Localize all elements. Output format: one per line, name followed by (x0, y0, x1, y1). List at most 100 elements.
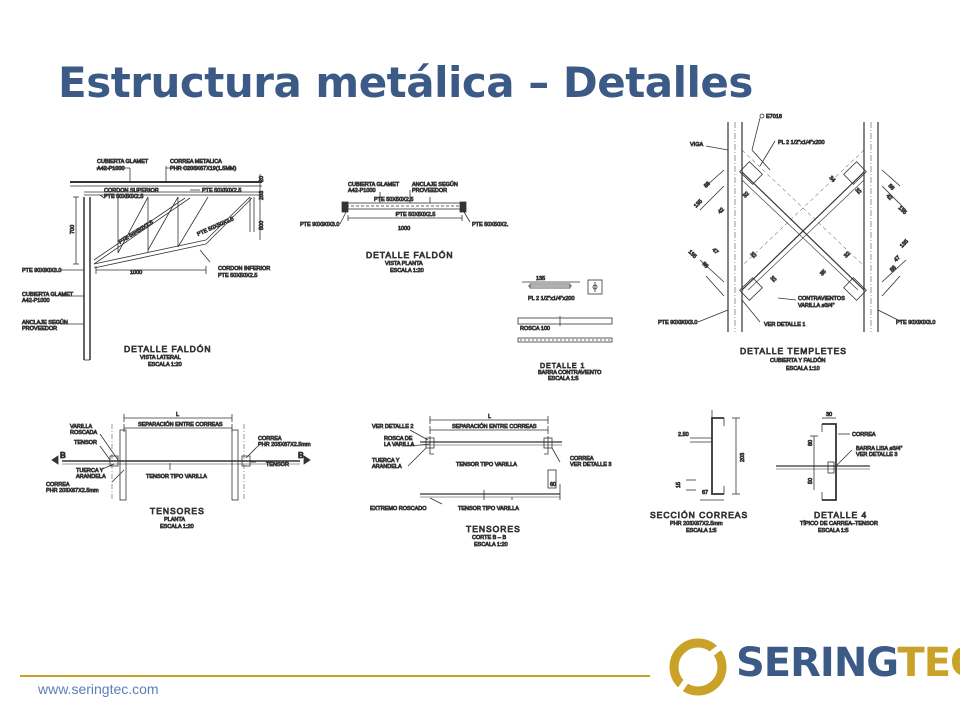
templ-d88c: 88 (701, 261, 710, 270)
sc-d203: 203 (740, 453, 746, 462)
tensores-planta: VARILLA ROSCADA TENSOR L SEPARACIÓN ENTR… (46, 412, 312, 531)
templ-d32e: 32 (843, 251, 852, 260)
planta-pte-c: PTE 50X50X2. (472, 222, 509, 228)
label-pte-diag1: PTE 50X50X2.5 (118, 220, 155, 246)
caption-detalle-1: DETALLE 1 (540, 363, 585, 370)
tp-tensor: TENSOR (74, 440, 97, 446)
templ-d35: 35 (819, 269, 828, 278)
tc-d60: 60 (550, 482, 556, 488)
templ-pte90b: PTE 90X90X3.0 (896, 320, 935, 326)
templ-d47a: 47 (711, 247, 720, 256)
sub-detalle-1-2: ESCALA 1:5 (548, 376, 579, 382)
sub-detalle-4-1: TÍPICO DE CARREA–TENSOR (800, 520, 878, 527)
d4-barra-2: VER DETALLE 3 (856, 452, 897, 458)
label-cordon-inf: CORDON INFERIOR (218, 266, 270, 272)
tp-correa: CORREA (258, 436, 282, 442)
templ-d88a: 88 (703, 181, 712, 190)
templ-d135a: 135 (693, 199, 704, 210)
templ-d135d: 135 (899, 239, 910, 250)
templ-d32d: 32 (769, 275, 778, 284)
planta-anclaje: ANCLAJE SEGÚN (412, 181, 458, 188)
templ-d135b: 135 (897, 205, 908, 216)
label-cordon-sup: CORDON SUPERIOR (104, 188, 159, 194)
tp-correa-b: CORREA (46, 482, 70, 488)
tp-varilla-2: ROSCADA (70, 430, 98, 436)
tp-tensor-r: TENSOR (266, 462, 289, 468)
tp-l: L (176, 412, 179, 418)
sub-tensores-planta-1: PLANTA (164, 517, 185, 523)
caption-detalle-4: DETALLE 4 (814, 510, 867, 520)
logo-text-part1: SERING (736, 640, 898, 686)
templ-d34: 34 (828, 175, 837, 184)
sub-tensores-planta-2: ESCALA 1:20 (160, 524, 194, 530)
sub-faldon-planta-1: VISTA PLANTA (385, 261, 423, 267)
templ-d42a: 42 (717, 207, 726, 216)
templ-e7018: E7018 (766, 114, 782, 120)
tc-sep: SEPARACIÓN ENTRE CORREAS (452, 423, 537, 430)
tc-correa: CORREA (570, 456, 594, 462)
tc-l: L (488, 414, 491, 420)
sub-templetes-1: CUBIERTA Y FALDÓN (770, 357, 826, 364)
templ-d42b: 42 (885, 193, 894, 202)
d4-correa: CORREA (852, 432, 876, 438)
sub-detalle-1-1: BARRA CONTRAVIENTO (538, 370, 602, 376)
label-correa-2: PHR C203X67X19(1.5MM) (170, 166, 237, 172)
label-cubierta-b-2: A42-P1000 (22, 298, 50, 304)
templ-d32a: 32 (742, 191, 751, 200)
planta-pte90: PTE 90X90X3.0 (300, 222, 339, 228)
caption-tensores-corte: TENSORES (466, 524, 521, 534)
caption-templetes: DETALLE TEMPLETES (740, 346, 847, 356)
sub-templetes-2: ESCALA 1:10 (786, 366, 820, 372)
templ-d135c: 135 (687, 249, 698, 260)
caption-faldon-planta: DETALLE FALDÓN (366, 250, 454, 260)
tp-sep: SEPARACIÓN ENTRE CORREAS (138, 421, 223, 428)
tp-tuerca: TUERCA Y (76, 468, 104, 474)
d4-d30: 30 (826, 412, 832, 418)
detalle-faldon-lateral: CUBIERTA GLAMET A42-P1000 CORREA METALIC… (22, 159, 271, 369)
tp-correa-b-2: PHR 203X67X2.5mm (46, 488, 99, 494)
logo-mark-icon (669, 638, 727, 696)
tp-varilla: VARILLA (70, 424, 93, 430)
tc-tuerca: TUERCA Y (372, 458, 400, 464)
det1-pl: PL 2 1/2"x1/4"x200 (528, 296, 575, 302)
templ-ver: VER DETALLE 1 (764, 322, 805, 328)
templ-d88d: 88 (889, 265, 898, 274)
templ-contra-2: VARILLA ø3/4" (798, 303, 834, 309)
sub-detalle-4-2: ESCALA 1:5 (818, 528, 849, 534)
sc-d250: 2.50 (678, 432, 689, 438)
label-cubierta-b: CUBIERTA GLAMET (22, 292, 74, 298)
tc-tuerca-2: ARANDELA (372, 464, 402, 470)
seccion-correas: 2.50 203 15 67 SECCIÓN CORREAS PHR 203X6… (650, 410, 748, 534)
label-anclaje: ANCLAJE SEGÚN (22, 319, 68, 326)
sub-tensores-corte-1: CORTE B – B (472, 535, 506, 541)
caption-tensores-planta: TENSORES (150, 506, 205, 516)
tensores-corte: VER DETALLE 2 L SEPARACIÓN ENTRE CORREAS… (370, 414, 612, 549)
sub-tensores-corte-2: ESCALA 1:20 (474, 542, 508, 548)
sub-seccion-correas-2: ESCALA 1:5 (686, 528, 717, 534)
sub-faldon-planta-2: ESCALA 1:20 (390, 268, 424, 274)
tc-tensor-tipo-2: TENSOR TIPO VARILLA (458, 506, 519, 512)
label-cubierta-2: A42-P1000 (97, 166, 125, 172)
planta-dim-1000: 1000 (398, 226, 410, 232)
tp-b1: B (60, 451, 66, 460)
detalle-4: 30 CORREA 80 50 BARRA LISA ø3/4" VER DET… (776, 412, 903, 534)
sub-faldon-lateral-1: VISTA LATERAL (140, 355, 181, 361)
det1-dim-135: 135 (536, 276, 545, 282)
planta-anclaje-2: PROVEEDOR (412, 188, 447, 194)
label-pte-a: PTE 50X50X2.5 (202, 188, 241, 194)
dim-203: 203 (259, 191, 265, 200)
templ-viga: VIGA (690, 142, 703, 148)
footer-url[interactable]: www.seringtec.com (38, 681, 159, 697)
dim-500: 500 (259, 221, 265, 230)
tc-rosca-2: LA VARILLA (384, 442, 414, 448)
caption-faldon-lateral: DETALLE FALDÓN (124, 344, 212, 354)
label-pte90: PTE 90X90X3.0 (22, 268, 61, 274)
caption-seccion-correas: SECCIÓN CORREAS (650, 510, 748, 520)
label-anclaje-2: PROVEEDOR (22, 326, 57, 332)
templ-pl: PL 2 1/2"x1/4"x200 (778, 140, 825, 146)
tc-rosca: ROSCA DE (384, 436, 413, 442)
d4-d50: 50 (808, 478, 814, 484)
sc-d15: 15 (676, 482, 682, 488)
templ-d88b: 88 (887, 183, 896, 192)
